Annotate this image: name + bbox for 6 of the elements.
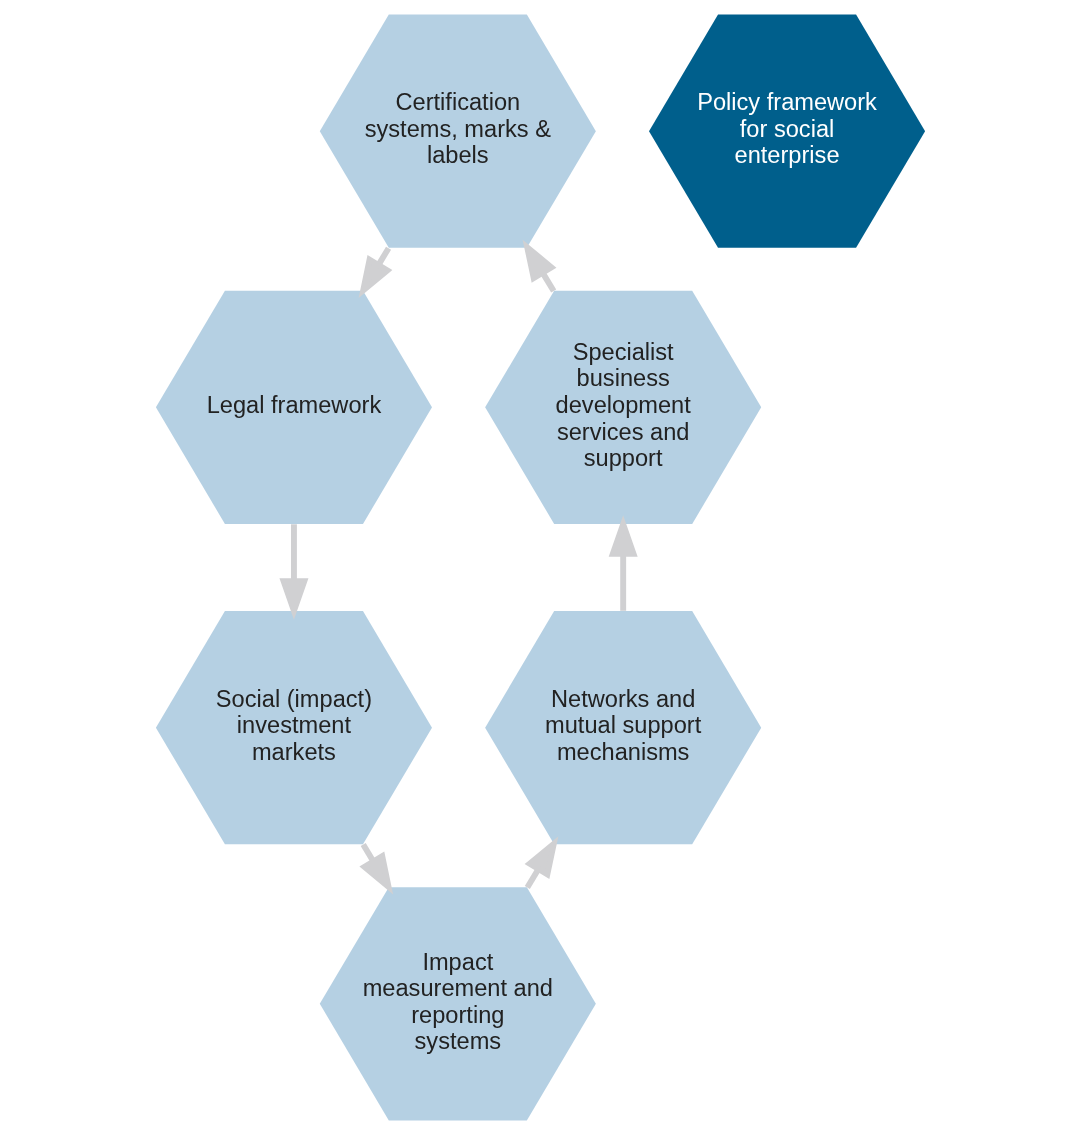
arrow (524, 836, 559, 890)
arrow (358, 246, 393, 299)
arrow (279, 524, 309, 620)
arrow (608, 515, 638, 611)
arrow (522, 239, 557, 293)
arrow (359, 843, 394, 895)
